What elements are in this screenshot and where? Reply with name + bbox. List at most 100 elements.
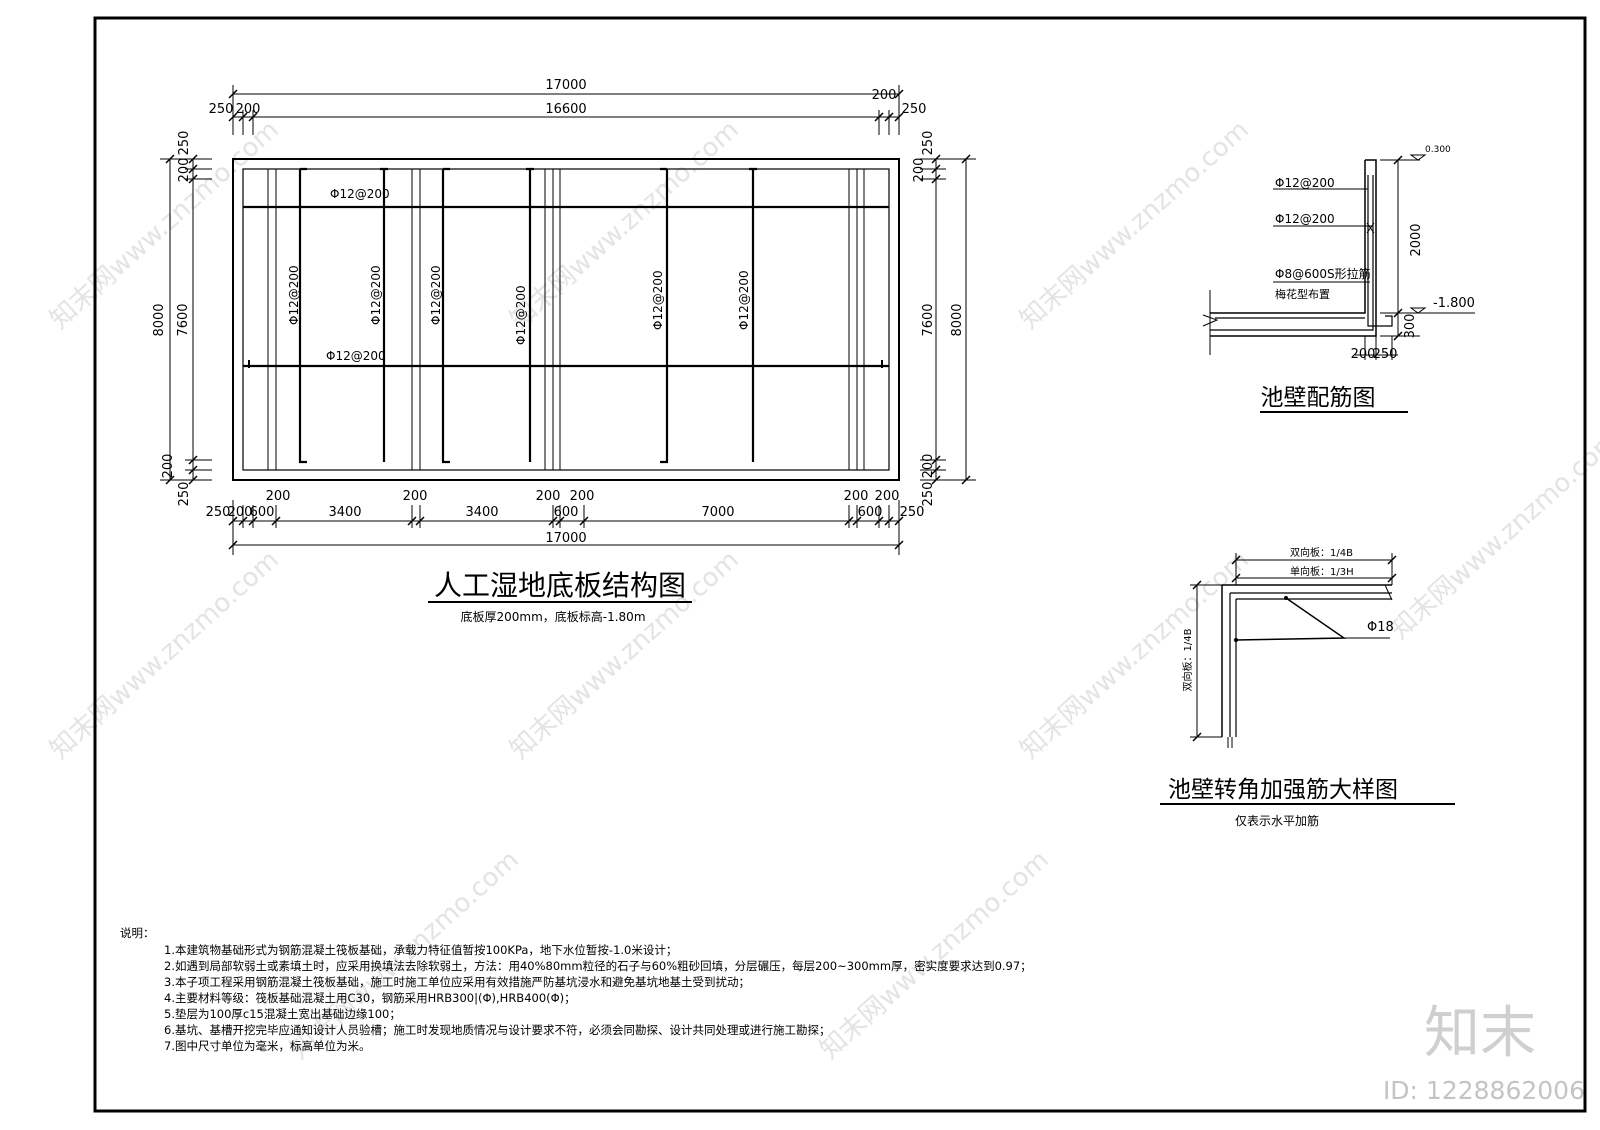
dimension-right	[920, 154, 976, 485]
dim-right-bot-a: 200	[921, 454, 936, 479]
dim-left-bot-b: 250	[177, 482, 192, 507]
dim-bottom-seg: 600	[250, 505, 275, 520]
wall-rebar	[1210, 175, 1393, 331]
corner-break	[1384, 584, 1393, 601]
dim-left-top-a: 250	[177, 131, 192, 156]
dim-right-top-a: 250	[921, 131, 936, 156]
wall-label-2: Φ12@200	[1275, 212, 1335, 226]
watermark-text: 知末网www.znzmo.com	[1015, 115, 1255, 335]
bar-label-h-bottom: Φ12@200	[326, 349, 386, 363]
dim-bottom-seg: 3400	[465, 505, 498, 520]
watermark-text: 知末网www.znzmo.com	[45, 545, 285, 765]
dimension-bottom	[228, 500, 904, 555]
corner-top-label-1: 双向板：1/4B	[1290, 546, 1353, 559]
bar-label-v-6: Φ12@200	[737, 270, 751, 330]
wall-dim-a: 200	[1351, 347, 1376, 362]
corner-title: 池壁转角加强筋大样图	[1168, 777, 1398, 803]
note-item: 3.本子项工程采用钢筋混凝土筏板基础，施工时施工单位应采用有效措施严防基坑浸水和…	[164, 975, 750, 989]
note-item: 2.如遇到局部软弱土或素填土时，应采用换填法去除软弱土，方法：用40%80mm粒…	[164, 959, 1032, 973]
dim-left-top-b: 200	[177, 158, 192, 183]
wall-inner-outline	[1210, 160, 1366, 314]
notes: 说明： 1.本建筑物基础形式为钢筋混凝土筏板基础，承载力特征值暂按100KPa，…	[120, 926, 1032, 1053]
wall-label-1: Φ12@200	[1275, 176, 1335, 190]
dim-bottom-upper: 200	[844, 489, 869, 504]
dim-right-overall: 8000	[950, 303, 965, 336]
dim-right-inner: 7600	[921, 303, 936, 336]
rebar-hooks	[248, 360, 883, 368]
dim-top-right-a: 200	[872, 88, 897, 103]
wall-label-4: 梅花型布置	[1275, 287, 1330, 301]
dim-bottom-seg: 250	[206, 505, 231, 520]
vertical-rebars	[298, 167, 757, 464]
corner-inner-1	[1229, 592, 1392, 737]
dim-top-inner: 16600	[545, 102, 586, 117]
corner-rebar-dot	[1234, 638, 1238, 642]
dim-bottom-seg: 200	[228, 505, 253, 520]
wall-section: Φ12@200 Φ12@200 Φ8@600S形拉筋 梅花型布置 0.300 2…	[1202, 145, 1475, 413]
wall-label-3: Φ8@600S形拉筋	[1275, 266, 1371, 281]
dim-bottom-seg: 600	[554, 505, 579, 520]
plan-subtitle: 底板厚200mm，底板标高-1.80m	[460, 609, 645, 624]
dimension-top	[228, 85, 904, 135]
corner-side-label: 双向板：1/4B	[1181, 628, 1194, 691]
corner-top-dims	[1231, 553, 1397, 585]
plan-title: 人工湿地底板结构图	[434, 569, 686, 602]
wall-elev-bottom: -1.800	[1433, 296, 1475, 311]
watermark-text: 知末网www.znzmo.com	[1015, 545, 1255, 765]
wall-leaders	[1273, 188, 1373, 283]
watermark-layer: 知末网www.znzmo.com 知末网www.znzmo.com 知末网www.z…	[45, 115, 1600, 1065]
dimension-left	[160, 154, 212, 485]
dim-top-left-b: 200	[236, 102, 261, 117]
corner-inner-2	[1235, 598, 1392, 737]
note-item: 4.主要材料等级：筏板基础混凝土用C30，钢筋采用HRB300|(Φ),HRB4…	[164, 991, 576, 1005]
slab-plan: Φ12@200 Φ12@200 Φ12@200 Φ12@200 Φ12@200 …	[152, 78, 976, 624]
dim-left-bot-a: 200	[161, 454, 176, 479]
wall-break-mark	[1202, 314, 1219, 327]
note-item: 5.垫层为100厚c15混凝土宽出基础边缘100；	[164, 1007, 401, 1021]
corner-end-marks	[1227, 737, 1233, 748]
dim-bottom-upper: 200	[536, 489, 561, 504]
notes-heading: 说明：	[120, 926, 155, 940]
slab-outline	[232, 158, 900, 481]
corner-subtitle: 仅表示水平加筋	[1235, 813, 1319, 828]
dim-bottom-seg: 600	[858, 505, 883, 520]
watermark-text: 知末网www.znzmo.com	[815, 845, 1055, 1065]
dim-bottom-seg: 250	[900, 505, 925, 520]
bar-label-h-top: Φ12@200	[330, 187, 390, 201]
note-item: 7.图中尺寸单位为毫米，标高单位为米。	[164, 1039, 370, 1053]
wall-height: 2000	[1409, 223, 1424, 256]
bar-label-v-2: Φ12@200	[369, 265, 383, 325]
brand-id: ID: 1228862006	[1383, 1076, 1585, 1105]
bar-label-v-4: Φ12@200	[514, 285, 528, 345]
dim-bottom-upper: 200	[570, 489, 595, 504]
corner-bar-label: Φ18	[1367, 620, 1394, 635]
corner-detail: Φ18 双向板：1/4B 单向板：1/3H 双向板：1/4B 池壁转角加强筋大样…	[1160, 546, 1455, 828]
wall-dim-b: 250	[1373, 347, 1398, 362]
rebar-grid	[267, 169, 865, 470]
watermark-text: 知末网www.znzmo.com	[45, 115, 285, 335]
note-item: 6.基坑、基槽开挖完毕应通知设计人员验槽；施工时发现地质情况与设计要求不符，必须…	[164, 1023, 830, 1037]
wall-elev-top: 0.300	[1425, 145, 1451, 155]
wall-title: 池壁配筋图	[1261, 385, 1376, 411]
dim-top-overall: 17000	[545, 78, 586, 93]
wall-base: 300	[1403, 314, 1418, 339]
dim-right-bot-b: 250	[921, 482, 936, 507]
corner-rebar-dot	[1284, 596, 1288, 600]
note-item: 1.本建筑物基础形式为钢筋混凝土筏板基础，承载力特征值暂按100KPa，地下水位…	[164, 943, 677, 957]
dim-bottom-upper: 200	[403, 489, 428, 504]
slab-inner-outline	[242, 168, 890, 471]
dim-bottom-seg: 200	[875, 489, 900, 504]
dim-bottom-upper: 200	[266, 489, 291, 504]
dim-left-inner: 7600	[176, 303, 191, 336]
s-tie-mark	[1366, 222, 1375, 234]
dim-bottom-seg: 3400	[328, 505, 361, 520]
dim-bottom-seg: 7000	[701, 505, 734, 520]
brand-logo: 知末	[1424, 1001, 1536, 1066]
dimension-bottom-labels: 250 200 600 3400 3400 600 7000 600 200 2…	[206, 489, 925, 546]
dim-left-overall: 8000	[152, 303, 167, 336]
drawing-frame	[93, 16, 1587, 1113]
watermark-text: 知末网www.znzmo.com	[1385, 425, 1600, 645]
dim-top-right-b: 250	[902, 102, 927, 117]
dim-top-left-a: 250	[209, 102, 234, 117]
